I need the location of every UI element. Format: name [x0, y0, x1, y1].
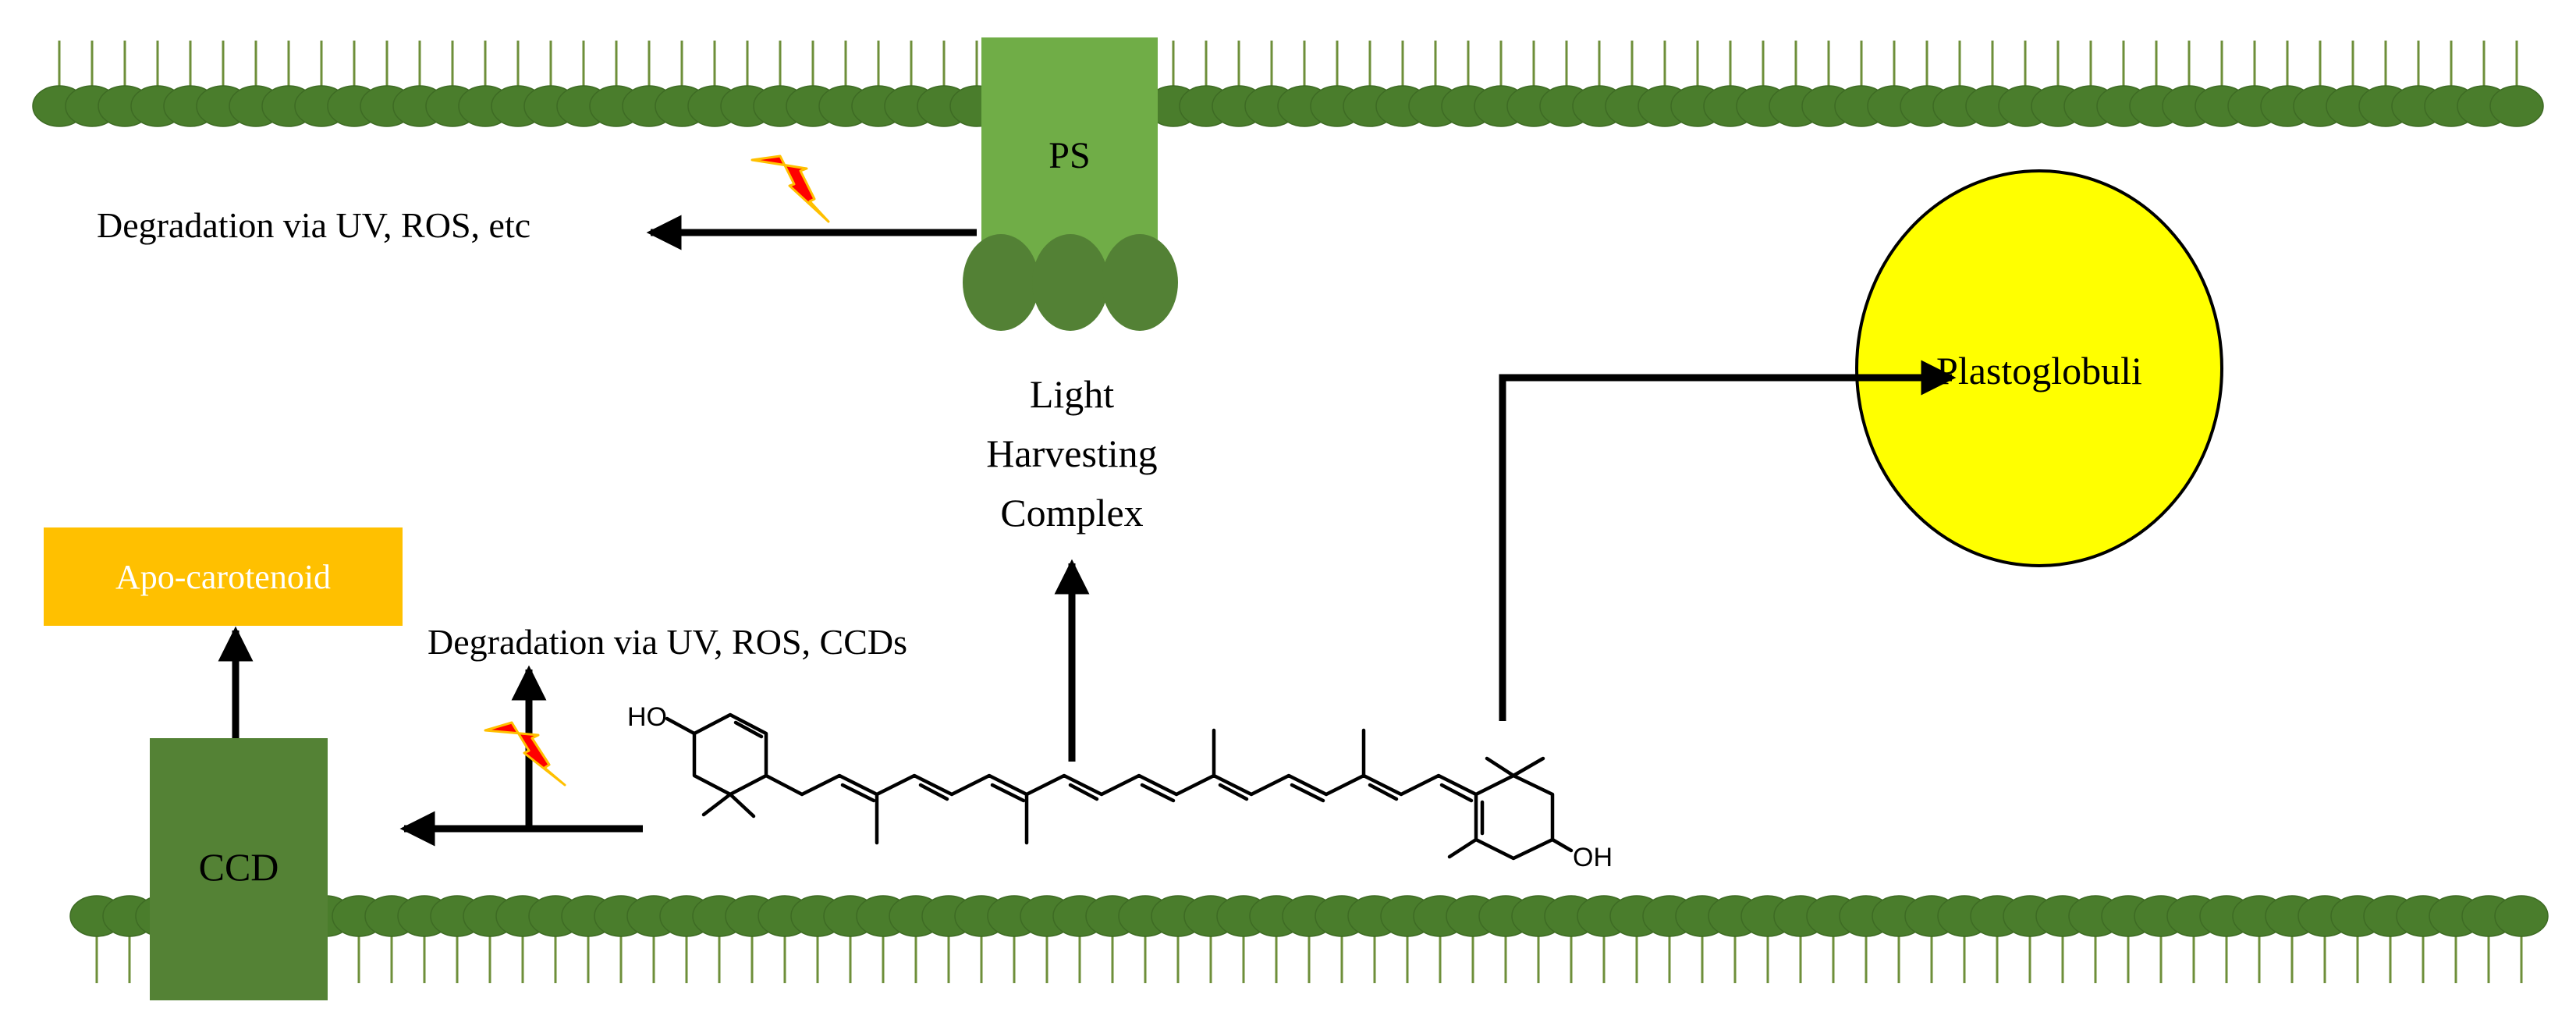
- light-harvesting-label-3: Complex: [1000, 491, 1143, 535]
- to-plastoglobuli-arrow: [1499, 360, 1957, 721]
- light-harvesting-label-1: Light: [1030, 372, 1114, 416]
- ps-label: PS: [1048, 135, 1090, 176]
- photosystem: PS: [963, 37, 1178, 331]
- apo-carotenoid-box: [44, 527, 403, 626]
- plastoglobuli-label: Plastoglobuli: [1936, 349, 2142, 392]
- apo-carotenoid-label: Apo-carotenoid: [115, 558, 331, 596]
- degradation-bottom-label: Degradation via UV, ROS, CCDs: [428, 622, 907, 662]
- bottom-membrane: [69, 895, 2549, 983]
- zeaxanthin-structure: [665, 712, 1574, 861]
- lipid-head: [2494, 895, 2549, 937]
- plastoglobuli: [1855, 169, 2223, 567]
- light-harvesting-lobe: [1032, 234, 1109, 331]
- top-membrane: [32, 41, 2544, 127]
- hydroxyl-left-label: HO: [627, 702, 667, 732]
- lightning-bolt-icon: [750, 154, 830, 223]
- ccd-label: CCD: [199, 845, 279, 889]
- hydroxyl-right-label: OH: [1573, 843, 1613, 872]
- light-harvesting-label-2: Harvesting: [986, 432, 1157, 475]
- light-harvesting-lobe: [1102, 234, 1178, 331]
- lipid-head: [2489, 85, 2544, 127]
- lightning-bolt-icon: [484, 721, 566, 787]
- ccd-box: [150, 738, 328, 1000]
- degradation-top-label: Degradation via UV, ROS, etc: [97, 205, 530, 245]
- light-harvesting-lobe: [963, 234, 1039, 331]
- ps-box: [981, 37, 1158, 265]
